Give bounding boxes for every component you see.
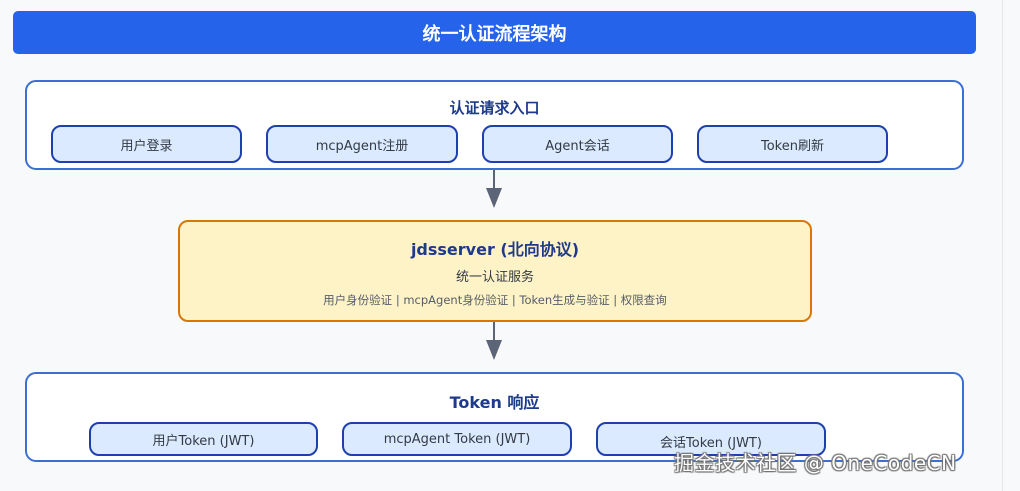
token-mcpagent-jwt-label: mcpAgent Token (JWT) bbox=[383, 431, 531, 447]
server-features: 用户身份验证 | mcpAgent身份验证 | Token生成与验证 | 权限查… bbox=[323, 293, 667, 307]
flow-arrow-shaft-1 bbox=[493, 170, 495, 190]
diagram-title-bar: 统一认证流程架构 bbox=[13, 11, 976, 54]
token-user-jwt[interactable]: 用户Token (JWT) bbox=[89, 422, 318, 456]
flow-arrow-shaft-2 bbox=[493, 322, 495, 342]
entry-user-login[interactable]: 用户登录 bbox=[51, 125, 242, 163]
entry-agent-session[interactable]: Agent会话 bbox=[482, 125, 673, 163]
token-mcpagent-jwt[interactable]: mcpAgent Token (JWT) bbox=[342, 422, 572, 456]
jdsserver-node[interactable]: jdsserver (北向协议) 统一认证服务 用户身份验证 | mcpAgen… bbox=[178, 220, 812, 322]
token-user-jwt-label: 用户Token (JWT) bbox=[152, 433, 255, 449]
entry-token-refresh-label: Token刷新 bbox=[761, 138, 824, 154]
entry-mcpagent-register-label: mcpAgent注册 bbox=[315, 138, 409, 154]
server-title: jdsserver (北向协议) bbox=[410, 240, 580, 259]
diagram-title: 统一认证流程架构 bbox=[422, 23, 567, 45]
token-session-jwt[interactable]: 会话Token (JWT) bbox=[596, 422, 826, 456]
entry-token-refresh[interactable]: Token刷新 bbox=[697, 125, 888, 163]
entry-mcpagent-register[interactable]: mcpAgent注册 bbox=[266, 125, 458, 163]
token-session-jwt-label: 会话Token (JWT) bbox=[660, 436, 762, 451]
arrow-down-icon bbox=[486, 340, 502, 360]
arrow-down-icon bbox=[486, 188, 502, 208]
auth-entry-title: 认证请求入口 bbox=[449, 99, 540, 117]
entry-user-login-label: 用户登录 bbox=[120, 138, 173, 154]
scrollbar-track[interactable] bbox=[1002, 0, 1003, 491]
watermark: 掘金技术社区 @ OneCodeCN bbox=[674, 451, 957, 475]
token-response-title: Token 响应 bbox=[449, 393, 540, 412]
entry-agent-session-label: Agent会话 bbox=[545, 138, 610, 154]
server-subtitle: 统一认证服务 bbox=[455, 270, 534, 285]
